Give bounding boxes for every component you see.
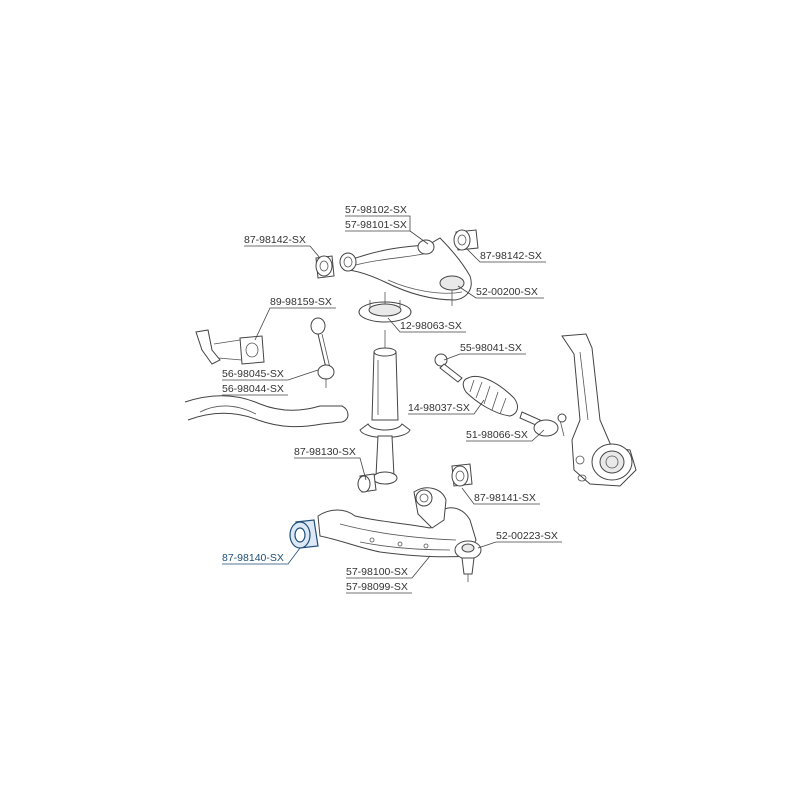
upper-bushing-right-drawing [453, 229, 479, 251]
inner-tie-rod-drawing [434, 353, 463, 383]
part-label[interactable]: 52-00223-SX [496, 530, 558, 542]
upper-control-arm-drawing [339, 237, 472, 306]
stabilizer-bushing-drawing [195, 329, 265, 365]
part-label[interactable]: 12-98063-SX [400, 320, 462, 332]
lower-ball-joint-drawing [454, 540, 482, 582]
leader-lines [222, 215, 562, 594]
part-label[interactable]: 89-98159-SX [270, 296, 332, 308]
shock-bushing-drawing [357, 473, 377, 493]
steering-knuckle-drawing [561, 333, 637, 487]
part-label[interactable]: 57-98099-SX [346, 581, 408, 593]
strut-mount-drawing [358, 292, 412, 323]
shock-absorber-drawing [359, 330, 411, 485]
part-label[interactable]: 87-98130-SX [294, 446, 356, 458]
lower-bushing-rear-drawing [451, 463, 473, 487]
part-label[interactable]: 87-98142-SX [244, 234, 306, 246]
part-label[interactable]: 14-98037-SX [408, 402, 470, 414]
stabilizer-link-drawing [310, 317, 335, 388]
upper-bushing-left-drawing [315, 255, 335, 279]
part-label[interactable]: 52-00200-SX [476, 286, 538, 298]
stabilizer-bar-drawing [184, 395, 349, 428]
part-labels: 57-98102-SX 57-98101-SX 87-98142-SX 87-9… [222, 204, 558, 593]
rack-boot-drawing [462, 376, 518, 417]
lower-bushing-front-drawing [289, 519, 319, 549]
part-label[interactable]: 56-98045-SX [222, 368, 284, 380]
tie-rod-end-drawing [519, 411, 567, 437]
part-label[interactable]: 57-98101-SX [345, 219, 407, 231]
lower-control-arm-drawing [317, 487, 477, 558]
part-label[interactable]: 87-98141-SX [474, 492, 536, 504]
part-label[interactable]: 51-98066-SX [466, 429, 528, 441]
part-label[interactable]: 56-98044-SX [222, 383, 284, 395]
part-label-highlighted[interactable]: 87-98140-SX [222, 552, 284, 564]
part-label[interactable]: 87-98142-SX [480, 250, 542, 262]
part-label[interactable]: 57-98100-SX [346, 566, 408, 578]
part-label[interactable]: 55-98041-SX [460, 342, 522, 354]
part-label[interactable]: 57-98102-SX [345, 204, 407, 216]
